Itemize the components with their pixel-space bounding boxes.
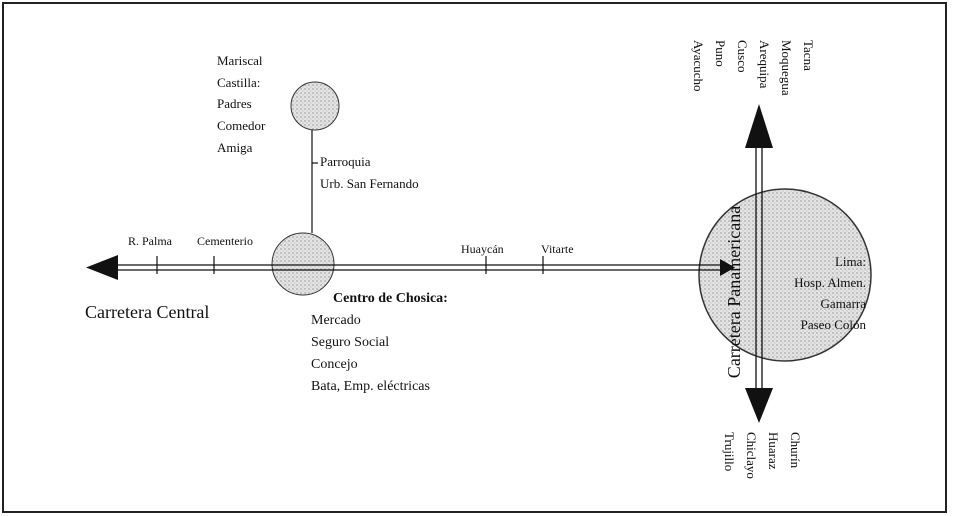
label-huaycan: Huaycán	[461, 242, 504, 256]
south-city-3: Huaraz	[766, 432, 781, 470]
central-east-arrowhead	[720, 259, 735, 276]
mariscal-line-3: Padres	[217, 96, 252, 111]
label-r-palma: R. Palma	[128, 234, 173, 248]
lima-line-1: Lima:	[835, 254, 866, 269]
chosica-line-2: Seguro Social	[311, 335, 389, 350]
panamericana-north-arrowhead	[745, 104, 773, 148]
north-city-3: Cusco	[735, 40, 750, 73]
north-city-2: Puno	[713, 40, 728, 67]
lima-line-4: Paseo Colón	[801, 317, 867, 332]
south-city-2: Chiclayo	[744, 432, 759, 479]
chosica-title: Centro de Chosica:	[333, 291, 448, 306]
mariscal-line-5: Amiga	[217, 140, 253, 155]
mariscal-line-4: Comedor	[217, 118, 266, 133]
south-city-4: Churín	[788, 432, 803, 469]
mariscal-line-2: Castilla:	[217, 75, 260, 90]
chosica-line-4: Bata, Emp. eléctricas	[311, 379, 430, 394]
north-city-5: Moquegua	[779, 40, 794, 96]
lima-circle	[698, 188, 872, 362]
north-city-6: Tacna	[801, 40, 816, 71]
carretera-central-label: Carretera Central	[85, 302, 209, 322]
lima-line-2: Hosp. Almen.	[794, 275, 866, 290]
panamericana-label: Carretera Panamericana	[724, 206, 744, 378]
chosica-line-1: Mercado	[311, 313, 361, 328]
chosica-center-circle	[271, 232, 335, 296]
central-west-arrowhead	[86, 255, 118, 280]
mariscal-line-1: Mariscal	[217, 53, 263, 68]
parroquia-line-2: Urb. San Fernando	[320, 176, 419, 191]
panamericana-south-arrowhead	[745, 388, 773, 423]
north-city-4: Arequipa	[757, 40, 772, 89]
chosica-line-3: Concejo	[311, 357, 358, 372]
lima-line-3: Gamarra	[821, 296, 867, 311]
south-city-1: Trujillo	[722, 432, 737, 471]
label-cementerio: Cementerio	[197, 234, 253, 248]
north-city-1: Ayacucho	[691, 40, 706, 92]
label-vitarte: Vitarte	[541, 242, 574, 256]
mariscal-castilla-circle	[290, 81, 340, 131]
diagram-frame	[2, 2, 947, 513]
parroquia-line-1: Parroquia	[320, 154, 371, 169]
